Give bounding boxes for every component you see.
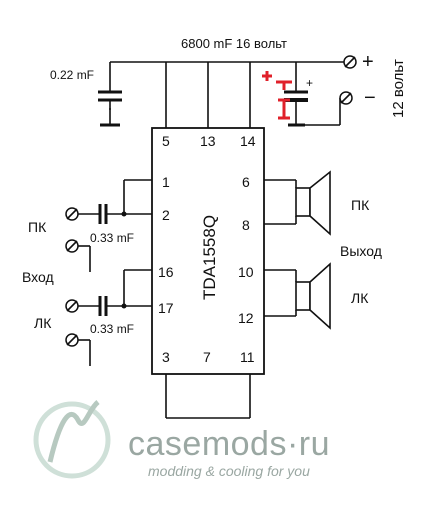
cap-033-lk-label: 0.33 mF (90, 322, 134, 336)
lk-output-label: ЛК (351, 290, 369, 306)
watermark-site: casemods·ru (128, 425, 330, 463)
input-pk-wiring (65, 179, 152, 272)
speaker-lk-magnet (295, 281, 311, 311)
speaker-pk-cone (309, 170, 331, 236)
pin-17: 17 (158, 300, 174, 316)
pin-5: 5 (162, 133, 170, 149)
pin-2: 2 (162, 207, 170, 223)
plus-sign: + (362, 51, 374, 73)
cap-033-pk-label: 0.33 mF (90, 231, 134, 245)
pin-1: 1 (162, 174, 170, 190)
pin-7: 7 (203, 349, 211, 365)
voltage-label: 12 вольт (390, 59, 407, 118)
pin-8: 8 (242, 217, 250, 233)
pin-10: 10 (238, 264, 254, 280)
chip-body (151, 127, 265, 375)
speaker-pk-magnet (295, 187, 311, 217)
pin-12: 12 (238, 310, 254, 326)
supply-terminals (339, 55, 357, 105)
cap-6800-label: 6800 mF 16 вольт (181, 36, 287, 51)
cap-022-label: 0.22 mF (50, 68, 94, 82)
speaker-pk (264, 170, 331, 236)
speaker-lk (264, 262, 331, 330)
watermark: casemods·ru modding & cooling for you (33, 400, 330, 479)
minus-sign: − (364, 87, 376, 109)
pin-13: 13 (200, 133, 216, 149)
watermark-tagline: modding & cooling for you (148, 463, 310, 479)
power-rail (109, 61, 350, 128)
pk-input-label: ПК (28, 219, 47, 235)
pin-6: 6 (242, 174, 250, 190)
electrolytic-capacitor (284, 90, 308, 127)
pin-3: 3 (162, 349, 170, 365)
input-lk-wiring (65, 269, 152, 366)
chip-name: TDA1558Q (200, 215, 219, 300)
pin-16: 16 (158, 264, 174, 280)
input-label: Вход (22, 269, 54, 285)
pin-14: 14 (240, 133, 256, 149)
watermark-logo-m (47, 400, 100, 463)
pk-output-label: ПК (351, 197, 370, 213)
watermark-logo-ring (33, 401, 111, 479)
ground-wiring (165, 374, 251, 419)
speaker-lk-cone (309, 262, 331, 330)
elec-plus-label: + (306, 76, 313, 90)
output-label: Выход (340, 243, 382, 259)
lk-input-label: ЛК (34, 315, 52, 331)
pin-11: 11 (240, 349, 255, 365)
red-annotation (262, 71, 292, 120)
supply-capacitor (98, 90, 122, 127)
